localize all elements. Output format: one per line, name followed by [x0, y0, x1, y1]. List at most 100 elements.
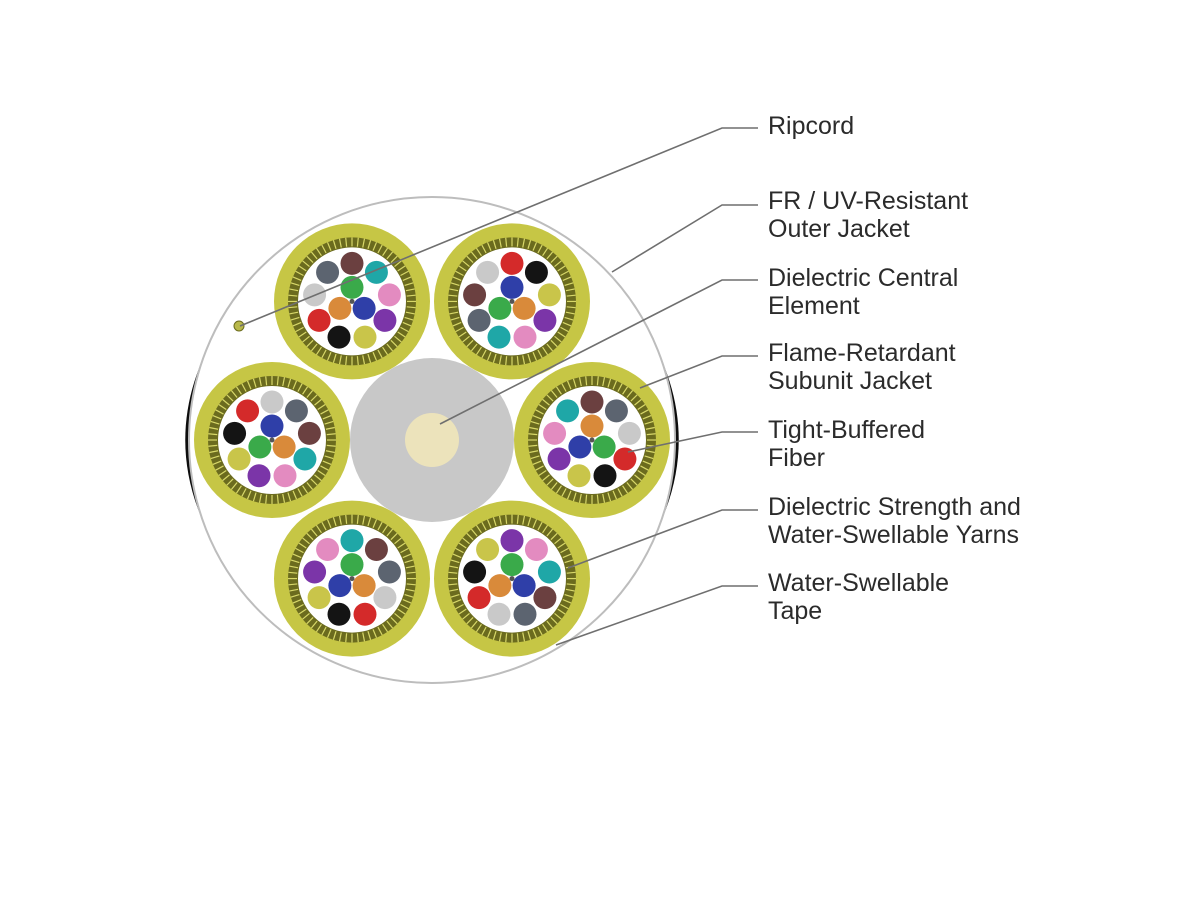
label-central-element: Dielectric Central Element	[768, 264, 965, 320]
callout-water-swellable-tape: Water-Swellable Tape	[555, 569, 949, 646]
yarn-strand	[466, 339, 474, 348]
yarn-strand	[546, 251, 554, 260]
yarn-strand	[402, 553, 412, 559]
yarn-strand	[406, 583, 416, 586]
tight-buffered-fiber-green	[500, 553, 524, 577]
tight-buffered-fiber-red	[307, 308, 331, 332]
yarn-strand	[222, 474, 230, 482]
yarn-strand	[289, 311, 299, 315]
subunit-top-right	[434, 223, 590, 380]
yarn-strand	[405, 288, 415, 292]
yarn-strand	[326, 444, 336, 447]
yarn-strand	[630, 478, 638, 486]
yarn-strand	[332, 517, 337, 527]
yarn-strand	[450, 559, 460, 564]
yarn-strand	[212, 460, 222, 466]
yarn-strand	[310, 620, 318, 629]
yarn-strand	[377, 349, 383, 359]
yarn-strand	[458, 542, 467, 549]
yarn-strand	[585, 376, 588, 386]
yarn-strand	[642, 414, 652, 420]
tight-buffered-fiber-yellow	[537, 283, 561, 307]
yarn-strand	[527, 631, 532, 640]
tight-buffered-fiber-rose	[524, 537, 548, 561]
yarn-strand	[475, 346, 482, 355]
yarn-strand	[390, 617, 398, 625]
callout-tight-buffered-fiber: Tight-Buffered Fiber	[627, 416, 925, 472]
tight-buffered-fiber-aqua	[556, 399, 580, 423]
yarn-strand	[546, 394, 554, 402]
yarn-strand	[455, 547, 464, 554]
yarn-strand	[306, 532, 314, 541]
yarn-strand	[560, 326, 569, 333]
yarn-strand	[528, 444, 538, 447]
yarn-strand	[546, 528, 554, 537]
yarn-strand	[550, 482, 558, 490]
yarn-strand	[208, 433, 218, 436]
tight-buffered-fiber-black	[327, 325, 351, 349]
yarn-strand	[218, 403, 227, 410]
yarn-strand	[287, 378, 292, 388]
yarn-strand	[302, 485, 309, 494]
yarn-strand	[546, 343, 554, 352]
yarn-strand	[397, 608, 406, 615]
yarn-strand	[452, 321, 462, 327]
strength-yarns	[528, 376, 656, 504]
yarn-strand	[640, 409, 649, 415]
yarn-strand	[458, 265, 467, 272]
tight-buffered-fiber-white	[617, 421, 641, 445]
tight-buffered-fiber-brown	[463, 283, 487, 307]
yarn-strand	[289, 588, 299, 592]
tight-buffered-fiber-red	[613, 447, 637, 471]
yarn-strand	[404, 282, 414, 287]
yarn-strand	[306, 482, 314, 490]
yarn-strand	[537, 521, 543, 531]
yarn-strand	[402, 321, 412, 327]
yarn-strand	[640, 465, 649, 471]
tight-buffered-fiber-black	[327, 602, 351, 626]
yarn-strand	[322, 414, 332, 420]
yarn-strand	[377, 521, 383, 531]
yarn-strand	[322, 460, 332, 466]
tight-buffered-fiber-red	[236, 399, 260, 423]
yarn-strand	[326, 519, 332, 528]
strength-yarns	[448, 237, 576, 366]
ripcord	[233, 320, 245, 332]
yarn-strand	[449, 311, 459, 315]
yarn-strand	[516, 356, 519, 366]
tight-buffered-fiber-rose	[316, 537, 340, 561]
yarn-strand	[452, 276, 462, 281]
yarn-strand	[338, 355, 342, 365]
yarn-strand	[367, 353, 372, 363]
yarn-strand	[522, 355, 526, 365]
yarn-strand	[326, 242, 332, 251]
yarn-strand	[516, 237, 519, 247]
yarn-strand	[522, 238, 526, 248]
yarn-strand	[320, 409, 329, 415]
yarn-strand	[564, 316, 574, 321]
yarn-strand	[557, 331, 566, 338]
yarn-strand	[338, 632, 342, 642]
yarn-strand	[554, 335, 562, 343]
tight-buffered-fiber-brown	[340, 251, 364, 275]
yarn-strand	[377, 626, 383, 636]
yarn-strand	[492, 631, 497, 640]
tight-buffered-fiber-violet	[303, 560, 327, 584]
yarn-strand	[356, 237, 359, 247]
yarn-strand	[332, 353, 337, 363]
yarn-strand	[537, 244, 543, 254]
yarn-strand	[449, 588, 459, 592]
yarn-strand	[394, 612, 402, 620]
yarn-strand	[406, 571, 416, 574]
callout-ripcord: Ripcord	[239, 112, 854, 327]
yarn-strand	[258, 493, 262, 503]
tight-buffered-fiber-white	[487, 602, 511, 626]
yarn-strand	[302, 386, 309, 395]
yarn-strand	[458, 608, 467, 615]
yarn-strand	[314, 398, 322, 406]
yarn-strand	[288, 571, 298, 574]
yarn-strand	[298, 331, 307, 338]
yarn-strand	[400, 326, 409, 333]
yarn-strand	[367, 517, 372, 527]
yarn-strand	[230, 390, 238, 398]
